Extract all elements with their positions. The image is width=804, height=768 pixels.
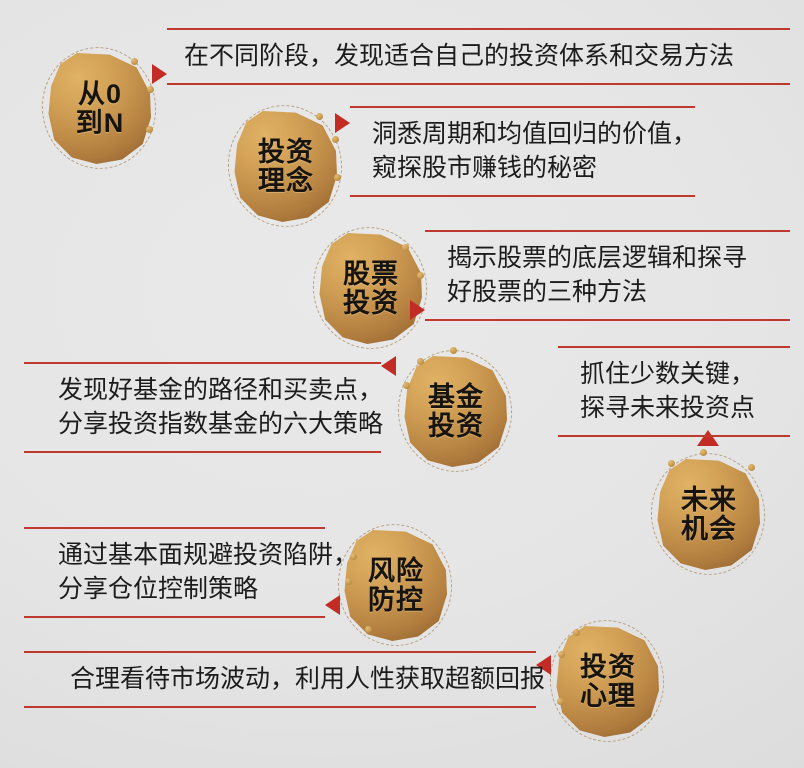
badge-dot-icon	[131, 58, 138, 65]
badge-dot-icon	[332, 136, 339, 143]
badge-label: 风险 防控	[334, 519, 458, 653]
text-block-2: 揭示股票的底层逻辑和探寻 好股票的三种方法	[425, 230, 790, 321]
badge-label-line2: 防控	[368, 585, 424, 615]
badge-label-line2: 投资	[428, 411, 484, 441]
badge-polygon-icon	[48, 53, 151, 164]
badge-label-line1: 未来	[681, 484, 737, 515]
badge-dot-icon	[402, 244, 409, 251]
badge-label: 投资 理念	[224, 100, 348, 234]
text-line: 合理看待市场波动，利用人性获取超额回报	[70, 665, 546, 693]
badge-dot-icon	[334, 174, 341, 181]
text-line: 窥探股市赚钱的秘密	[372, 154, 598, 182]
badge-item-2[interactable]: 股票 投资	[305, 219, 435, 357]
badge-label-line1: 投资	[258, 136, 314, 167]
badge-dot-icon	[417, 358, 424, 365]
badge-dot-icon	[345, 578, 352, 585]
badge-label: 投资 心理	[546, 615, 670, 749]
badge-item-5[interactable]: 风险 防控	[330, 516, 460, 654]
badge-item-3[interactable]: 基金 投资	[390, 342, 520, 480]
badge-dot-icon	[350, 553, 357, 560]
badge-label-line1: 基金	[428, 381, 484, 412]
badge-dot-icon	[147, 86, 154, 93]
badge-label-line1: 风险	[368, 555, 424, 586]
text-line: 探寻未来投资点	[580, 394, 756, 422]
badge-dot-icon	[417, 272, 424, 279]
badge-item-6[interactable]: 投资 心理	[542, 612, 672, 750]
badge-label-line1: 股票	[343, 258, 399, 289]
text-line: 抓住少数关键，	[580, 360, 756, 388]
text-line: 在不同阶段，发现适合自己的投资体系和交易方法	[184, 42, 735, 70]
badge-label-line2: 到N	[75, 108, 125, 138]
badge-label: 从0 到N	[38, 42, 162, 176]
badge-label-line2: 机会	[681, 514, 737, 544]
badge-dot-icon	[700, 449, 707, 456]
arrow-left-icon-5	[325, 595, 340, 615]
badge-dot-icon	[403, 382, 410, 389]
text-block-5: 通过基本面规避投资陷阱， 分享仓位控制策略	[24, 527, 359, 618]
text-line: 发现好基金的路径和买卖点，	[58, 376, 384, 404]
text-block-3: 发现好基金的路径和买卖点， 分享投资指数基金的六大策略	[24, 362, 384, 453]
badge-label-line1: 投资	[580, 651, 636, 682]
badge-label: 未来 机会	[647, 448, 771, 582]
text-block-4: 抓住少数关键， 探寻未来投资点	[558, 346, 790, 437]
badge-label-line2: 心理	[580, 681, 636, 711]
text-block-1: 洞悉周期和均值回归的价值， 窥探股市赚钱的秘密	[350, 106, 698, 197]
arrow-left-icon-6	[536, 655, 551, 675]
badge-polygon-icon	[234, 111, 337, 222]
badge-label: 股票 投资	[309, 222, 433, 356]
badge-dot-icon	[450, 347, 457, 354]
badge-dot-icon	[316, 113, 323, 120]
badge-dot-icon	[748, 464, 755, 471]
badge-dot-icon	[365, 626, 372, 633]
arrow-right-icon-1	[335, 113, 350, 133]
text-line: 分享投资指数基金的六大策略	[58, 410, 384, 438]
badge-dot-icon	[573, 629, 580, 636]
badge-polygon-icon	[556, 626, 659, 737]
badge-item-4[interactable]: 未来 机会	[643, 445, 773, 583]
badge-polygon-icon	[657, 459, 760, 570]
badge-item-0[interactable]: 从0 到N	[34, 39, 164, 177]
badge-label: 基金 投资	[394, 345, 518, 479]
badge-label-line1: 从0	[77, 78, 123, 109]
text-line: 分享仓位控制策略	[58, 575, 259, 603]
arrow-right-icon-0	[152, 64, 167, 84]
badge-dot-icon	[146, 126, 153, 133]
badge-dot-icon	[557, 698, 564, 705]
text-line: 好股票的三种方法	[447, 278, 648, 306]
arrow-left-icon-3	[381, 356, 396, 376]
text-line: 通过基本面规避投资陷阱，	[58, 541, 359, 569]
arrow-right-icon-2	[410, 300, 425, 320]
badge-polygon-icon	[319, 233, 422, 344]
badge-dot-icon	[668, 460, 675, 467]
arrow-up-icon-4	[697, 430, 719, 446]
text-line: 揭示股票的底层逻辑和探寻	[447, 244, 748, 272]
badge-polygon-icon	[404, 356, 507, 467]
badge-label-line2: 投资	[343, 288, 399, 318]
badge-item-1[interactable]: 投资 理念	[220, 97, 350, 235]
badge-dot-icon	[558, 651, 565, 658]
badge-polygon-icon	[344, 530, 447, 641]
badge-label-line2: 理念	[258, 166, 314, 196]
text-block-6: 合理看待市场波动，利用人性获取超额回报	[24, 651, 546, 708]
text-block-0: 在不同阶段，发现适合自己的投资体系和交易方法	[167, 28, 790, 85]
text-line: 洞悉周期和均值回归的价值，	[372, 120, 698, 148]
